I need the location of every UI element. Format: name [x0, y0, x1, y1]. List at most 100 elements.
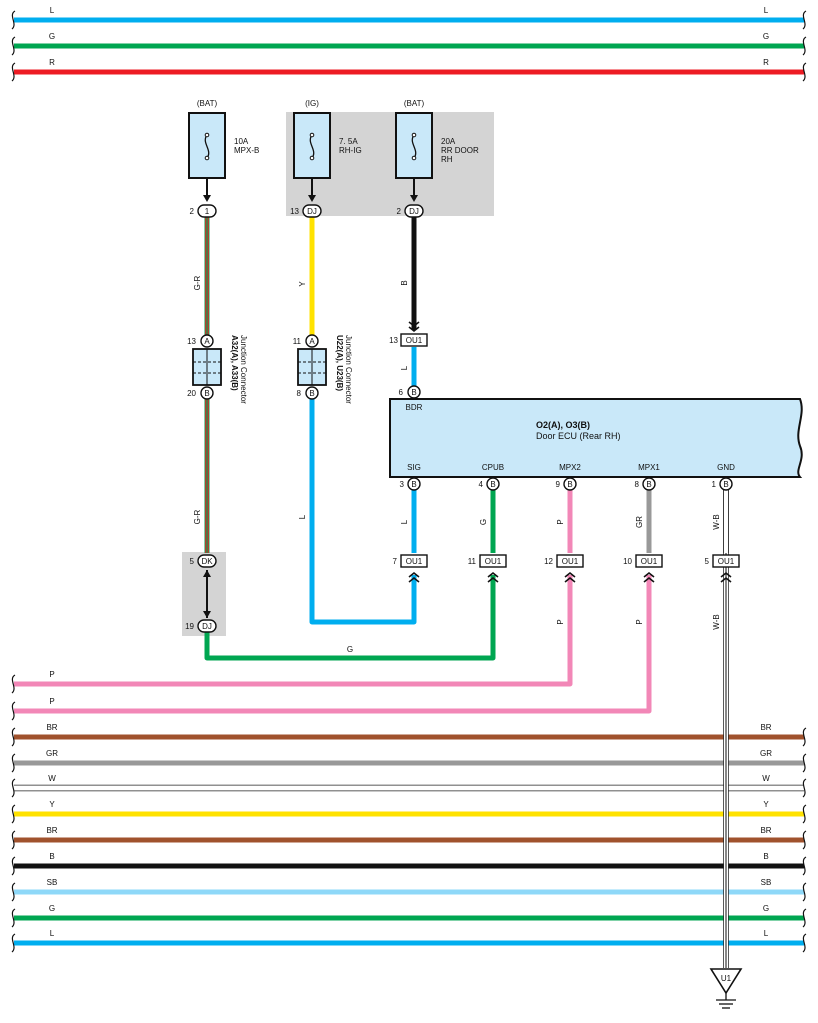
jc-top-1 [305, 334, 319, 348]
jc-ref-1: U22(A), U23(B) [335, 335, 344, 391]
ecu-pin-4 [719, 477, 733, 491]
ecu-terminal-mpx2: MPX2 [559, 463, 581, 472]
bottom-bus-GR-left-brace [11, 753, 16, 773]
ou1-pin-4: 5 [705, 557, 710, 566]
jc-bottom-pin-0: 20 [187, 389, 196, 398]
ecu-pin-0 [407, 477, 421, 491]
ou1-chevrons-0 [408, 576, 420, 583]
dj-pin: 19 [185, 622, 194, 631]
ou1-bottom-2 [556, 554, 584, 568]
wire-label-g-r-bottom: G-R [193, 509, 202, 524]
ecu-terminal-cpub: CPUB [482, 463, 504, 472]
top-bus-R-label-left: R [49, 58, 55, 67]
bottom-bus-SB-label-right: SB [761, 878, 772, 887]
bottom-bus-L-label-left: L [50, 929, 55, 938]
ou1-chevrons-4 [720, 571, 732, 578]
bottom-bus-G-right-brace [802, 908, 807, 928]
wire-label-b: B [400, 280, 409, 285]
wire-label-cpub: G [479, 519, 488, 525]
bottom-bus-BR-label-right: BR [760, 723, 771, 732]
ecu-ref: O2(A), O3(B) [536, 420, 590, 430]
bottom-bus-Y-label-left: Y [49, 800, 55, 809]
ou1-top [400, 333, 428, 347]
ecu-terminal-gnd: GND [717, 463, 735, 472]
ecu-pin-2 [563, 477, 577, 491]
ou1-chevrons-4 [720, 576, 732, 583]
bottom-bus-GR-label-right: GR [760, 749, 772, 758]
fuse-name-1: 7. 5A [339, 137, 358, 146]
fuse-pin-2: 2 [397, 207, 402, 216]
fuse-connector-0 [197, 204, 217, 218]
bottom-bus-BR-label-right: BR [760, 826, 771, 835]
top-bus-G-label-left: G [49, 32, 55, 41]
ou1-pin-0: 7 [393, 557, 398, 566]
jc-name-1: Junction Connector [344, 335, 353, 404]
ou1-chevrons-0 [408, 571, 420, 578]
fuse-source-0: (BAT) [197, 99, 218, 108]
bottom-bus-G-label-left: G [49, 904, 55, 913]
ecu-bdr-pin [407, 385, 421, 399]
ecu-bdr-pin-text: B [411, 388, 416, 397]
fuse-icon-end [411, 155, 417, 161]
jc-top-pin-0: 13 [187, 337, 196, 346]
top-bus-L-label-left: L [50, 6, 55, 15]
bottom-bus-SB-label-left: SB [47, 878, 58, 887]
top-bus-L-left-brace [11, 10, 16, 30]
ecu-pin-num-4: 1 [712, 480, 717, 489]
fuse-connector-0-text: 1 [205, 207, 210, 216]
ecu-pin-num-3: 8 [635, 480, 640, 489]
wire-label-sig: L [400, 519, 409, 524]
fuse-icon-end [204, 155, 210, 161]
bottom-bus-SB-left-brace [11, 882, 16, 902]
ground-triangle [709, 968, 743, 995]
ou1-bottom-4 [712, 554, 740, 568]
ou1-top-chevrons [408, 321, 420, 328]
ecu-pin-4-text: B [723, 480, 728, 489]
jc-bottom-0 [200, 386, 214, 400]
fuse-arrow [308, 195, 316, 202]
bottom-bus-W-label-right: W [762, 774, 770, 783]
ou1-top-text: OU1 [406, 336, 423, 345]
bottom-bus-G-left-brace [11, 908, 16, 928]
ecu-terminal-bdr: BDR [406, 403, 423, 412]
fuse-icon-end [309, 155, 315, 161]
pink-bus1-brace [11, 674, 16, 694]
ou1-bottom-1-text: OU1 [485, 557, 502, 566]
ecu-pin-num-2: 9 [556, 480, 561, 489]
bottom-bus-W-left-brace [11, 778, 16, 798]
fuse-name-0: MPX-B [234, 146, 259, 155]
components [11, 10, 807, 1009]
ecu-pin-2-text: B [567, 480, 572, 489]
wire-label-mpx1: GR [635, 516, 644, 528]
bottom-bus-L-left-brace [11, 933, 16, 953]
fuse-icon-end [204, 132, 210, 138]
jc-bottom-1-text: B [309, 389, 314, 398]
jc-bottom-pin-1: 8 [297, 389, 302, 398]
wire-label-gnd: W-B [712, 514, 721, 529]
dk-connector [197, 554, 217, 568]
ou1-chevrons-3 [643, 576, 655, 583]
jc-top-pin-1: 11 [293, 337, 302, 346]
ou1-chevrons-2 [564, 571, 576, 578]
ou1-top-chevrons [408, 326, 420, 333]
dj-connector [197, 619, 217, 633]
ou1-bottom-2-text: OU1 [562, 557, 579, 566]
bottom-bus-BR-label-left: BR [46, 723, 57, 732]
top-bus-R-right-brace [802, 62, 807, 82]
dk-connector-text: DK [201, 557, 213, 566]
wire-label-l-left: L [298, 514, 307, 519]
bottom-bus-BR-left-brace [11, 727, 16, 747]
dj-arrow [203, 611, 211, 618]
ecu-pin-3-text: B [646, 480, 651, 489]
fuse-name-0: 10A [234, 137, 249, 146]
fuse-pin-1: 13 [290, 207, 299, 216]
top-bus-G-left-brace [11, 36, 16, 56]
wires [14, 17, 804, 968]
dk-arrow [203, 570, 211, 577]
ou1-top-pin: 13 [389, 336, 398, 345]
bottom-bus-Y-label-right: Y [763, 800, 769, 809]
bottom-bus-W-label-left: W [48, 774, 56, 783]
bottom-bus-Y-left-brace [11, 804, 16, 824]
jc-name-0: Junction Connector [239, 335, 248, 404]
